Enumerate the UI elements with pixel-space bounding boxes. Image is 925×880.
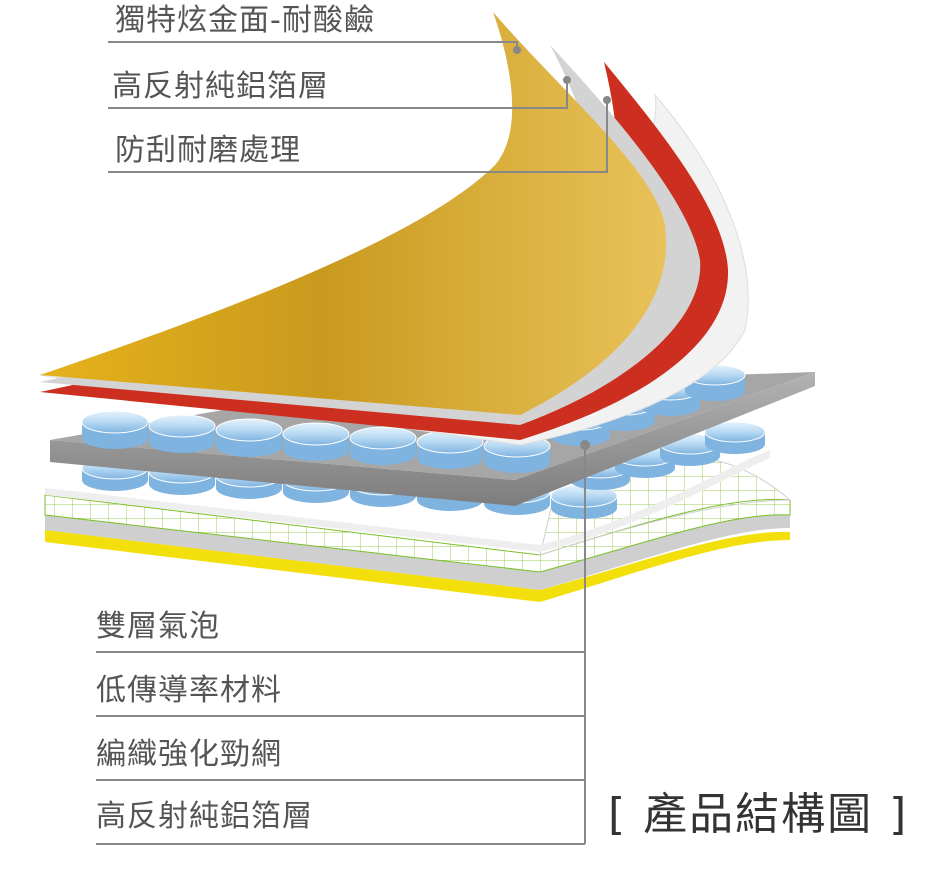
bubble-upper	[349, 426, 417, 465]
diagram-title: [ 產品結構圖 ]	[608, 789, 909, 840]
middle-grey-sheet	[50, 372, 815, 506]
bubble-upper	[282, 422, 350, 461]
label-gold-surface: 獨特炫金面-耐酸鹼	[115, 3, 375, 38]
upper-bubble-row	[81, 364, 746, 473]
top-gold-layer	[40, 12, 667, 415]
leader-red	[108, 100, 608, 173]
bottom-white-layer	[45, 450, 770, 552]
bottom-yellow-layer	[45, 530, 790, 602]
label-aluminum-foil-bottom: 高反射純鋁箔層	[96, 799, 313, 834]
leader-silver	[108, 80, 568, 109]
label-woven-mesh: 編織強化勁網	[96, 737, 282, 772]
bubble-upper	[684, 364, 746, 401]
leader-gold	[108, 41, 518, 50]
bubble-lower	[704, 421, 766, 454]
leader-dot-gold	[513, 46, 521, 54]
bubble-upper	[215, 418, 283, 457]
bottom-silver-layer	[45, 514, 790, 590]
label-scratch-resistant: 防刮耐磨處理	[115, 133, 301, 168]
label-low-conductivity: 低傳導率材料	[96, 673, 282, 708]
bubble-upper	[81, 410, 149, 449]
leader-dot-bubble	[580, 440, 590, 450]
leader-dot-silver	[563, 76, 571, 84]
label-aluminum-foil-top: 高反射純鋁箔層	[112, 69, 329, 104]
bubble-upper	[148, 414, 216, 453]
label-double-bubble: 雙層氣泡	[96, 609, 220, 644]
leader-dot-red	[603, 96, 611, 104]
